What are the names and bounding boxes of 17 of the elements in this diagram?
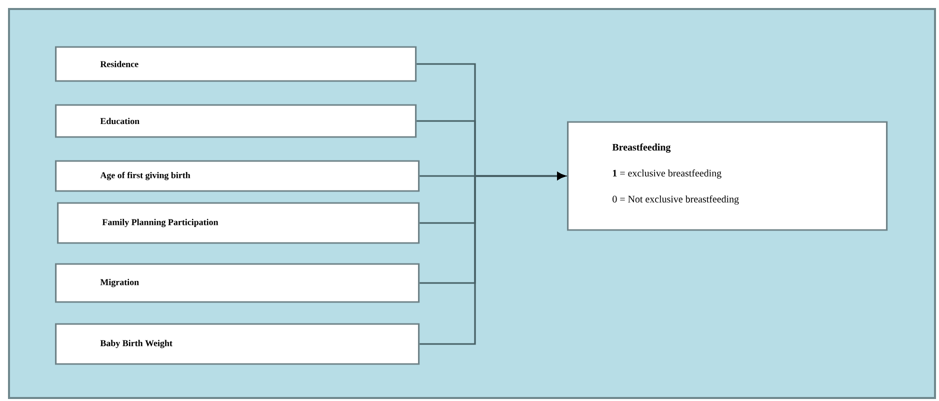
box-label: Migration — [100, 278, 139, 288]
factor-box — [57, 202, 420, 244]
box-label: Education — [100, 118, 140, 124]
box-label: Baby Birth Weight — [100, 340, 172, 348]
box-label: Family Planning Participation — [102, 218, 218, 228]
factor-box — [55, 323, 420, 365]
outcome-code: 1 = exclusive breastfeeding — [613, 169, 722, 179]
factor-box — [55, 160, 420, 192]
factor-box — [55, 46, 417, 82]
outcome-heading: Breastfeeding — [612, 143, 671, 153]
connector-arrow — [420, 172, 566, 345]
box-label: Age of first giving birth — [100, 172, 190, 180]
outcome-box — [567, 121, 888, 231]
factor-box — [55, 104, 417, 138]
outcome-code: 0 = Not exclusive breastfeeding — [612, 195, 739, 205]
box-label: Residence — [100, 60, 138, 68]
factor-box — [55, 263, 420, 303]
